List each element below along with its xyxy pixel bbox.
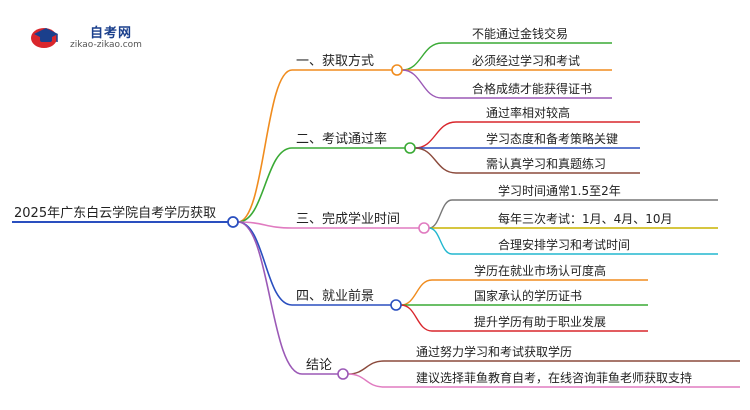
leaf-label: 合理安排学习和考试时间: [498, 237, 630, 252]
branch-label: 结论: [306, 358, 332, 373]
branch-toggle-node[interactable]: [391, 64, 403, 76]
logo-title: 自考网: [90, 26, 133, 41]
leaf-label: 国家承认的学历证书: [474, 288, 582, 303]
logo-url: zikao-zikao.com: [70, 40, 142, 50]
leaf-label: 学习态度和备考策略关键: [486, 131, 618, 146]
leaf-label: 学习时间通常1.5至2年: [498, 183, 621, 198]
graduation-cap-icon: [31, 28, 58, 48]
leaf-connector: [428, 199, 453, 229]
branch-connector: [237, 221, 293, 229]
branch-toggle-node[interactable]: [390, 299, 402, 311]
leaf-label: 提升学历有助于职业发展: [474, 314, 606, 329]
leaf-connector: [428, 227, 453, 255]
leaf-label: 学历在就业市场认可度高: [474, 263, 606, 278]
branch-connector: [237, 221, 293, 306]
leaf-label: 必须经过学习和考试: [472, 53, 580, 68]
branch-toggle-node[interactable]: [337, 368, 349, 380]
root-toggle-node[interactable]: [227, 216, 239, 228]
root-topic: 2025年广东白云学院自考学历获取: [14, 205, 216, 221]
leaf-connector: [400, 304, 433, 332]
leaf-label: 合格成绩才能获得证书: [472, 81, 592, 96]
leaf-connector: [400, 279, 433, 306]
branch-label: 二、考试通过率: [296, 131, 387, 147]
branch-label: 四、就业前景: [296, 288, 374, 304]
leaf-connector: [401, 69, 443, 99]
leaf-connector: [347, 360, 385, 375]
leaf-label: 需认真学习和真题练习: [486, 156, 606, 171]
leaf-connector: [347, 373, 385, 388]
leaf-label: 每年三次考试：1月、4月、10月: [498, 211, 673, 226]
leaf-label: 通过努力学习和考试获取学历: [416, 344, 572, 359]
branch-label: 三、完成学业时间: [296, 211, 400, 227]
branch-toggle-node[interactable]: [418, 222, 430, 234]
branch-connector: [237, 221, 303, 375]
branch-connector: [237, 69, 293, 223]
branch-label: 一、获取方式: [296, 53, 374, 69]
site-logo[interactable]: 自考网 zikao-zikao.com: [30, 18, 160, 54]
leaf-connector: [414, 147, 457, 174]
branch-connector: [237, 147, 293, 223]
leaf-connector: [414, 121, 457, 149]
leaf-label: 建议选择菲鱼教育自考，在线咨询菲鱼老师获取支持: [416, 370, 692, 385]
leaf-connector: [401, 42, 443, 71]
leaf-label: 通过率相对较高: [486, 105, 570, 120]
leaf-label: 不能通过金钱交易: [472, 26, 568, 41]
branch-toggle-node[interactable]: [404, 142, 416, 154]
